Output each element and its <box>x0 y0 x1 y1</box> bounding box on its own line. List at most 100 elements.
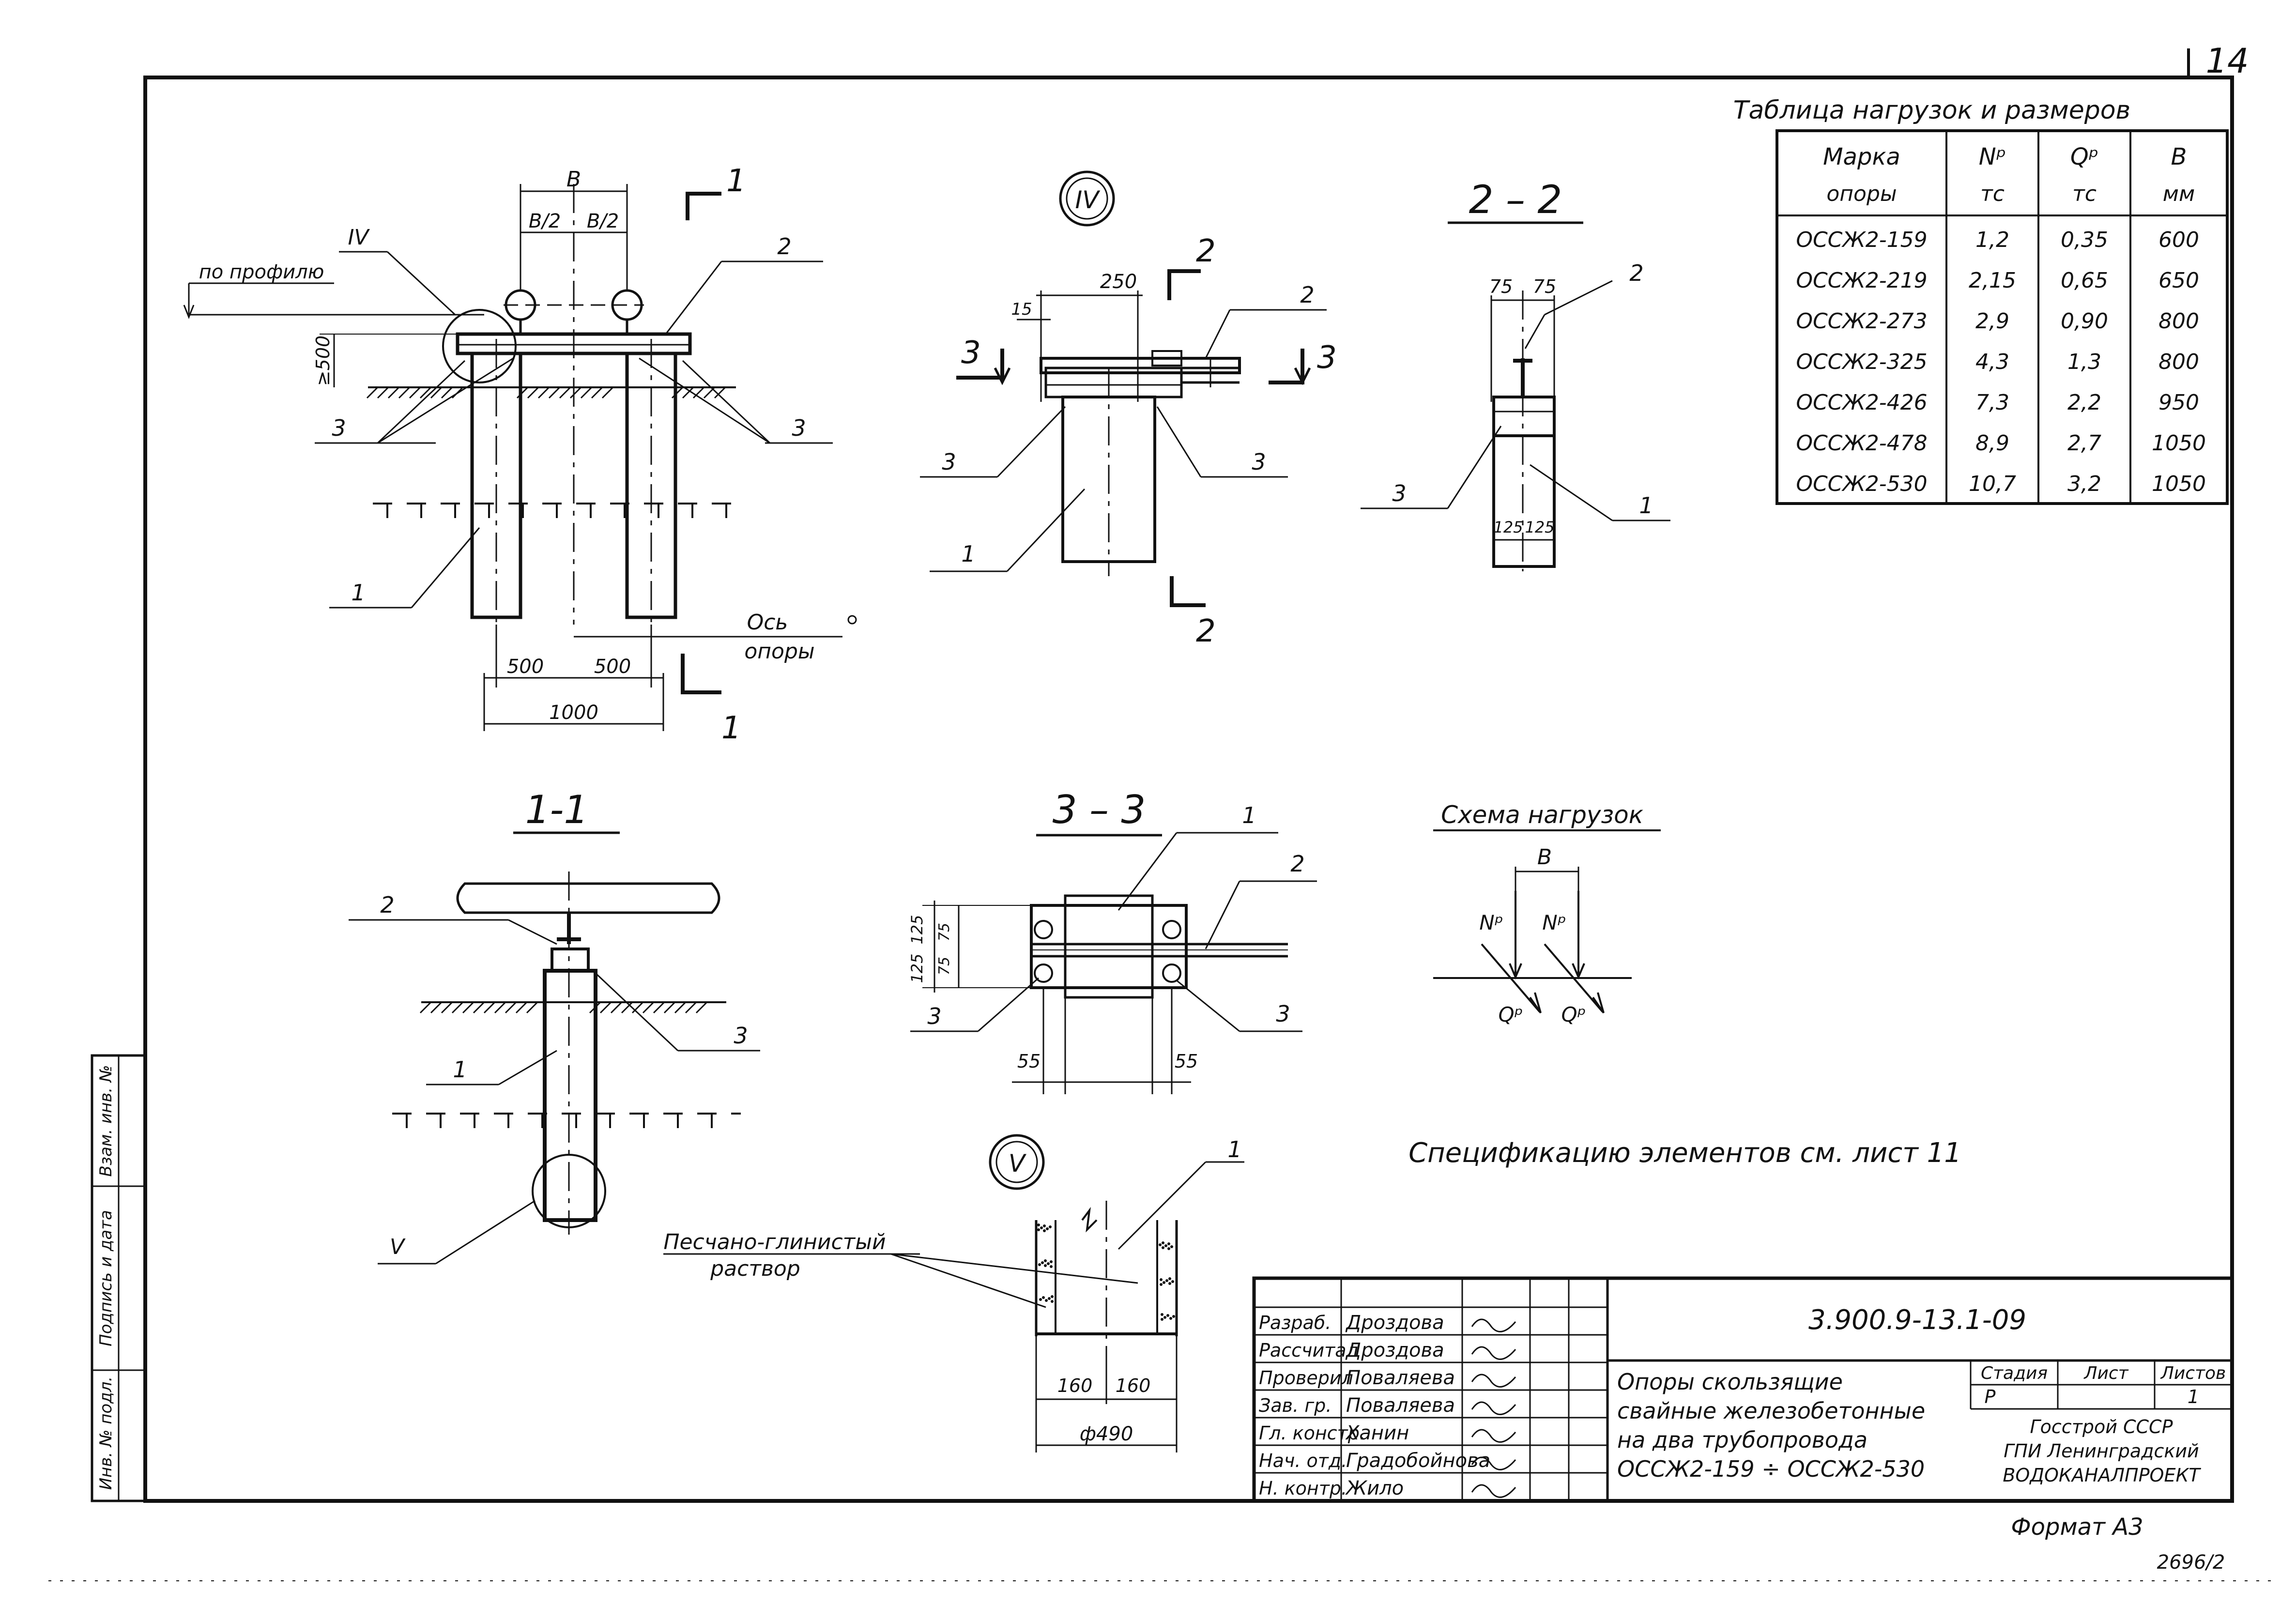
section-2-2: 2 – 2 75 75 125 125 2 3 1 <box>1361 177 1670 571</box>
section-3-3-callout-3-left: 3 <box>927 1003 941 1029</box>
inv-repl-label: Взам. инв. № <box>96 1065 116 1177</box>
section-3-3: 3 – 3 125 125 75 75 55 55 1 <box>908 787 1317 1094</box>
sheets-header: Листов <box>2160 1363 2226 1383</box>
table-header-3-bottom: мм <box>2163 182 2195 206</box>
dim-500-left: 500 <box>507 656 544 678</box>
detail-iv-marker <box>442 309 517 383</box>
table-cell: 600 <box>2158 228 2199 252</box>
table-cell: 7,3 <box>1975 390 2009 415</box>
stamp-role: Проверил <box>1259 1367 1353 1389</box>
table-cell: 4,3 <box>1975 350 2009 374</box>
table-cell: 0,65 <box>2061 268 2108 293</box>
dim-160-right: 160 <box>1116 1375 1151 1396</box>
load-scheme-title: Схема нагрузок <box>1441 801 1643 829</box>
crossbeam <box>456 332 692 355</box>
table-cell: 800 <box>2158 309 2199 334</box>
table-cell: 8,9 <box>1975 431 2009 456</box>
table-cell: 2,15 <box>1969 268 2016 293</box>
description-line: ОССЖ2-159 ÷ ОССЖ2-530 <box>1617 1456 1925 1482</box>
table-cell: 1050 <box>2152 431 2206 456</box>
table-cell: 1,3 <box>2067 350 2101 374</box>
detail-v-label: V <box>1009 1149 1027 1177</box>
table-header-2-bottom: тс <box>2072 182 2097 206</box>
org-1: Госстрой СССР <box>2030 1416 2173 1437</box>
section-1-1-callout-3: 3 <box>734 1023 748 1049</box>
table-cell: 2,7 <box>2067 431 2101 456</box>
description-line: свайные железобетонные <box>1617 1398 1925 1424</box>
stamp-role: Разраб. <box>1259 1312 1331 1333</box>
dim-1000: 1000 <box>549 702 598 724</box>
doc-code: 2696/2 <box>2157 1551 2225 1574</box>
label-v: V <box>390 1235 406 1259</box>
label-iv: IV <box>348 225 370 250</box>
dim-75-top: 75 <box>936 923 953 941</box>
table-cell: 10,7 <box>1969 472 2016 496</box>
stage-header: Стадия <box>1981 1363 2048 1383</box>
load-q-right: Qᵖ <box>1561 1003 1586 1026</box>
detail-iv: IV 250 15 2 2 3 3 2 3 <box>920 170 1337 649</box>
table-cell: 950 <box>2158 390 2199 415</box>
stamp-name: Градобойнова <box>1346 1450 1490 1472</box>
section-2-top: 2 <box>1196 233 1216 269</box>
dim-b: B <box>566 167 581 192</box>
table-cell: 800 <box>2158 350 2199 374</box>
dim-b-half-left: B/2 <box>529 210 561 232</box>
section-3-3-callout-1: 1 <box>1242 802 1256 828</box>
org-2: ГПИ Ленинградский <box>2004 1440 2199 1462</box>
dim-250: 250 <box>1100 271 1137 293</box>
stamp-signature <box>1471 1456 1516 1470</box>
table-cell: ОССЖ2-159 <box>1796 228 1927 252</box>
section-1-bottom: 1 <box>721 710 741 746</box>
axis-label-2: опоры <box>744 639 814 664</box>
dim-75-left: 75 <box>1489 276 1513 297</box>
section-2-2-callout-3: 3 <box>1392 480 1406 506</box>
document-title: 3.900.9-13.1-09 <box>1808 1304 2026 1336</box>
detail-v: V 160 160 ф490 Песчано-глинистый раствор… <box>663 1134 1244 1452</box>
dim-160-left: 160 <box>1057 1375 1093 1396</box>
table-cell: ОССЖ2-530 <box>1796 472 1927 496</box>
stamp-name: Жило <box>1345 1477 1404 1499</box>
detail-iv-callout-1: 1 <box>961 541 975 567</box>
dim-min-500: ≥500 <box>312 336 334 386</box>
stamp-role: Рассчитал <box>1259 1340 1358 1361</box>
mortar-label-2: раствор <box>710 1256 800 1281</box>
inv-orig-label: Инв. № подл. <box>96 1376 116 1490</box>
dim-125-bottom: 125 <box>908 953 926 983</box>
section-1-1-title: 1-1 <box>525 787 589 832</box>
stamp-signature <box>1471 1318 1516 1332</box>
stamp-signature <box>1471 1484 1516 1498</box>
stage-value: Р <box>1985 1386 1996 1407</box>
description-line: на два трубопровода <box>1617 1427 1867 1453</box>
table-cell: ОССЖ2-219 <box>1796 268 1927 293</box>
table-cell: 650 <box>2158 268 2199 293</box>
axis-label-1: Ось <box>747 610 788 635</box>
drawing-frame <box>143 76 2234 1503</box>
dim-125-top: 125 <box>908 915 926 944</box>
table-cell: ОССЖ2-426 <box>1796 390 1927 415</box>
dim-75-right: 75 <box>1533 276 1556 297</box>
stamp-role: Н. контр. <box>1259 1478 1347 1499</box>
stamp-role: Гл. констр. <box>1259 1422 1365 1444</box>
stamp-signature <box>1471 1401 1516 1415</box>
table-header-2-top: Qᵖ <box>2070 143 2098 170</box>
table-header-1-top: Nᵖ <box>1979 143 2006 170</box>
sign-date-label: Подпись и дата <box>96 1210 116 1346</box>
by-profile-label: по профилю <box>199 261 324 283</box>
page-number: 14 <box>2205 41 2249 81</box>
callout-3-right: 3 <box>792 415 806 441</box>
section-2-bottom: 2 <box>1196 613 1216 649</box>
load-n-left: Nᵖ <box>1479 911 1503 934</box>
load-q-left: Qᵖ <box>1498 1003 1523 1026</box>
stamp-signature <box>1471 1346 1516 1360</box>
section-3-3-callout-3-right: 3 <box>1276 1001 1290 1027</box>
dim-125-left: 125 <box>1493 518 1523 536</box>
side-stamp: Инв. № подл. Подпись и дата Взам. инв. № <box>91 1054 147 1502</box>
table-cell: 1050 <box>2152 472 2206 496</box>
section-2-2-title: 2 – 2 <box>1469 177 1562 222</box>
table-cell: 2,2 <box>2067 390 2101 415</box>
dim-b-half-right: B/2 <box>587 210 619 232</box>
stamp-name: Поваляева <box>1346 1394 1455 1417</box>
stamp-name: Дроздова <box>1345 1312 1444 1334</box>
dim-500-right: 500 <box>594 656 631 678</box>
